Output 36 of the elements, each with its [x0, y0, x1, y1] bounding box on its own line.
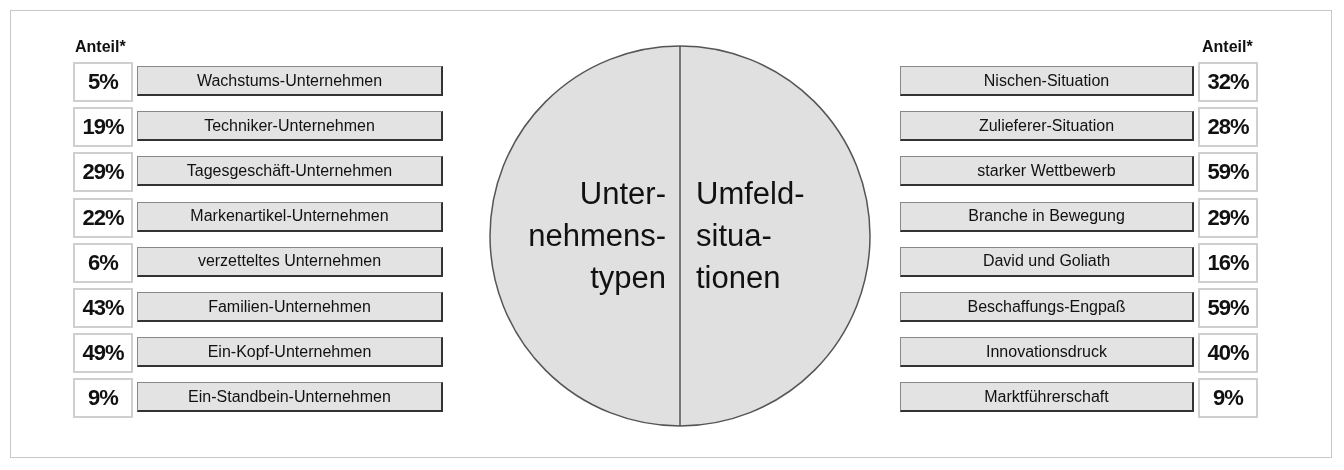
category-label: Tagesgeschäft-Unternehmen	[137, 156, 443, 187]
category-label: Nischen-Situation	[900, 66, 1194, 96]
share-value: 28%	[1198, 107, 1258, 148]
category-label: Ein-Standbein-Unternehmen	[137, 382, 443, 413]
share-value: 29%	[1198, 197, 1258, 238]
share-value: 22%	[73, 197, 133, 238]
share-value: 49%	[73, 333, 133, 374]
category-label: David und Goliath	[900, 246, 1194, 277]
share-value: 59%	[1198, 288, 1258, 328]
share-value: 29%	[73, 152, 133, 193]
category-label: Familien-Unternehmen	[137, 292, 443, 322]
category-label: verzetteltes Unternehmen	[137, 246, 443, 277]
share-value: 40%	[1198, 333, 1258, 374]
category-label: Innovationsdruck	[900, 337, 1194, 368]
category-label: Zulieferer-Situation	[900, 111, 1194, 142]
category-label: starker Wettbewerb	[900, 156, 1194, 187]
share-value: 9%	[1198, 378, 1258, 419]
category-label: Ein-Kopf-Unternehmen	[137, 337, 443, 368]
category-label: Marktführerschaft	[900, 382, 1194, 413]
category-label: Beschaffungs-Engpaß	[900, 292, 1194, 322]
share-value: 19%	[73, 107, 133, 148]
column-header: Anteil*	[1202, 38, 1253, 56]
circle-half-text: Umfeld- situa- tionen	[696, 175, 805, 297]
share-value: 59%	[1198, 152, 1258, 193]
share-value: 16%	[1198, 242, 1258, 283]
share-value: 6%	[73, 242, 133, 283]
share-value: 9%	[73, 378, 133, 419]
category-label: Techniker-Unternehmen	[137, 111, 443, 142]
category-label: Markenartikel-Unternehmen	[137, 201, 443, 232]
share-value: 32%	[1198, 62, 1258, 102]
share-value: 5%	[73, 62, 133, 102]
category-label: Wachstums-Unternehmen	[137, 66, 443, 96]
column-header: Anteil*	[75, 38, 126, 56]
circle-half-text: Unter- nehmens- typen	[528, 175, 666, 297]
share-value: 43%	[73, 288, 133, 328]
category-label: Branche in Bewegung	[900, 201, 1194, 232]
